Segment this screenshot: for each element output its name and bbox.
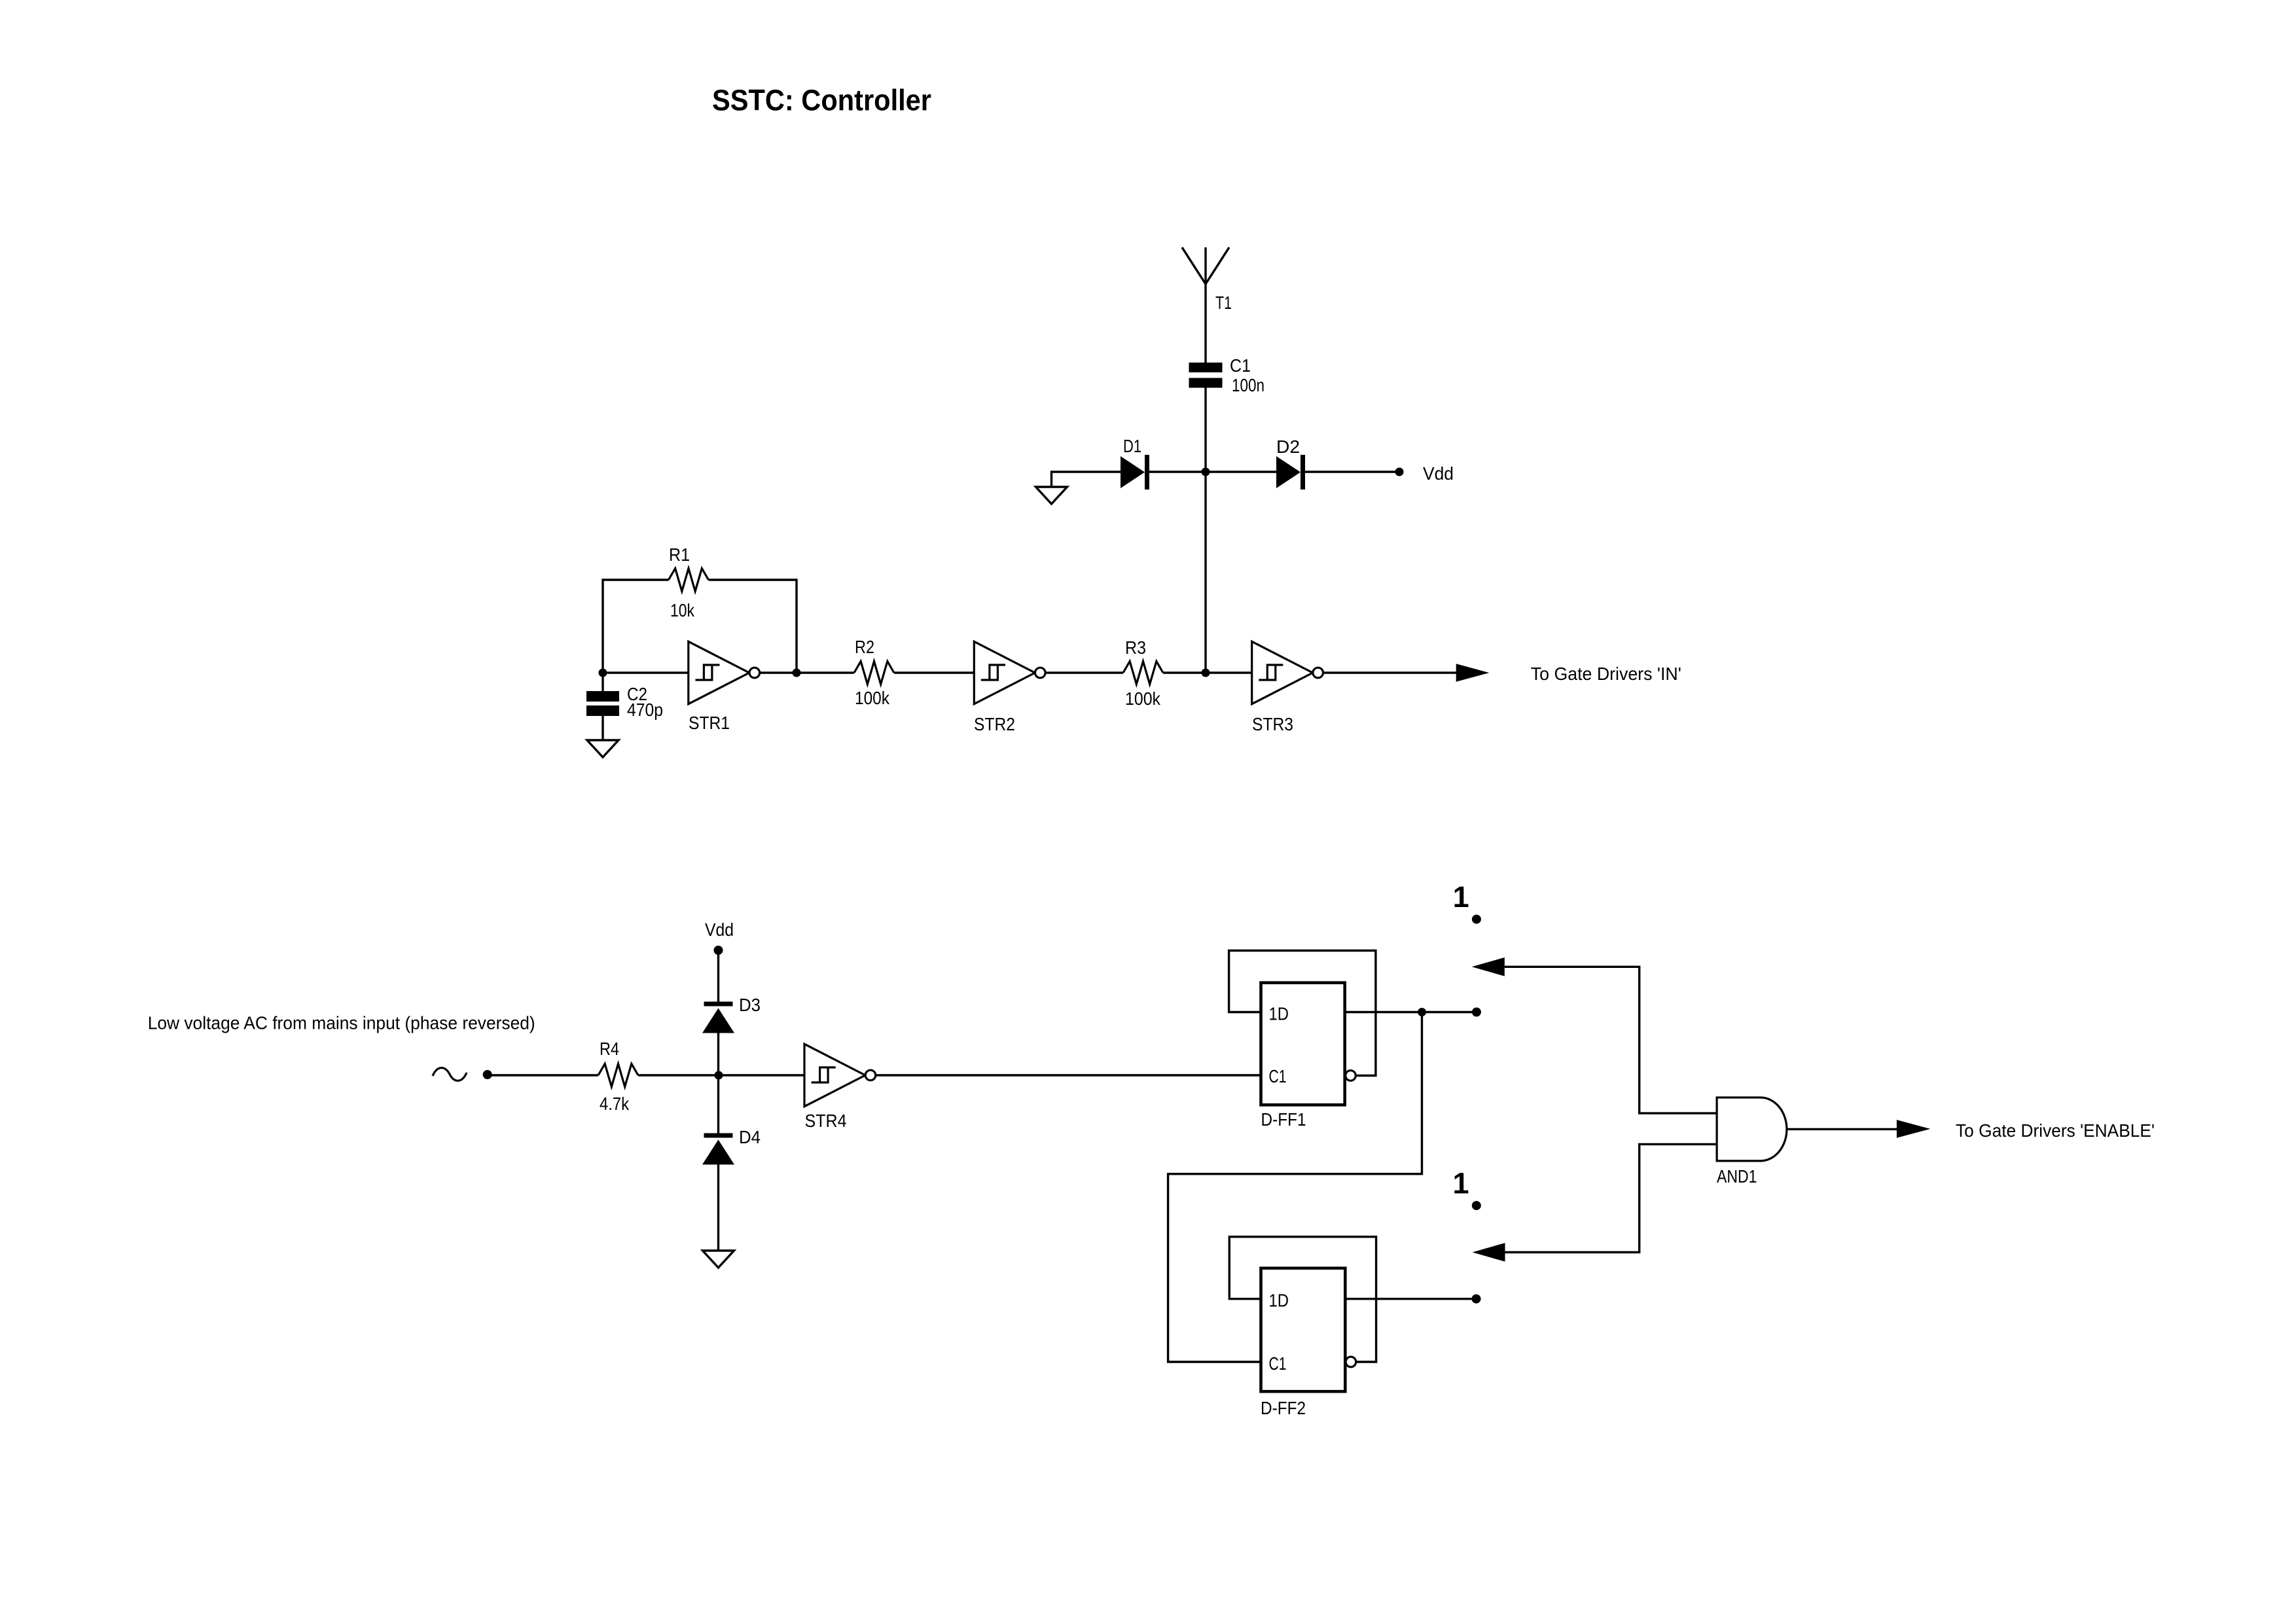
svg-text:To Gate Drivers 'IN': To Gate Drivers 'IN' xyxy=(1531,664,1681,684)
svg-text:D1: D1 xyxy=(1123,436,1141,456)
svg-text:1D: 1D xyxy=(1269,1004,1289,1024)
svg-text:D-FF2: D-FF2 xyxy=(1261,1398,1306,1418)
svg-text:4.7k: 4.7k xyxy=(600,1094,630,1114)
svg-text:STR2: STR2 xyxy=(974,714,1015,734)
svg-text:To Gate Drivers 'ENABLE': To Gate Drivers 'ENABLE' xyxy=(1956,1120,2155,1141)
svg-text:Vdd: Vdd xyxy=(705,919,734,940)
svg-text:10k: 10k xyxy=(670,600,695,620)
svg-text:1: 1 xyxy=(1453,880,1469,914)
svg-text:D4: D4 xyxy=(739,1127,761,1147)
svg-text:R4: R4 xyxy=(600,1039,619,1059)
svg-text:AND1: AND1 xyxy=(1717,1166,1757,1186)
svg-text:C1: C1 xyxy=(1269,1066,1287,1086)
svg-text:STR3: STR3 xyxy=(1252,714,1293,734)
svg-text:C1: C1 xyxy=(1230,355,1251,376)
svg-text:C1: C1 xyxy=(1269,1353,1287,1374)
svg-text:STR1: STR1 xyxy=(689,713,730,733)
svg-text:T1: T1 xyxy=(1215,293,1232,313)
svg-text:1D: 1D xyxy=(1269,1291,1289,1311)
svg-text:100k: 100k xyxy=(1125,688,1161,709)
svg-text:R1: R1 xyxy=(669,544,690,565)
svg-text:D2: D2 xyxy=(1276,437,1300,457)
svg-text:Low voltage AC from mains inpu: Low voltage AC from mains input (phase r… xyxy=(148,1013,535,1033)
svg-text:R3: R3 xyxy=(1125,637,1146,658)
svg-text:Vdd: Vdd xyxy=(1423,463,1454,484)
svg-text:D3: D3 xyxy=(739,995,761,1015)
svg-text:R2: R2 xyxy=(855,637,874,657)
svg-text:STR4: STR4 xyxy=(805,1111,847,1131)
svg-text:470p: 470p xyxy=(627,700,663,720)
svg-text:C2: C2 xyxy=(627,684,647,704)
svg-text:100n: 100n xyxy=(1232,375,1265,395)
svg-text:1: 1 xyxy=(1453,1167,1469,1200)
svg-text:SSTC: Controller: SSTC: Controller xyxy=(712,84,931,117)
svg-text:D-FF1: D-FF1 xyxy=(1261,1109,1306,1130)
svg-text:100k: 100k xyxy=(855,688,890,708)
